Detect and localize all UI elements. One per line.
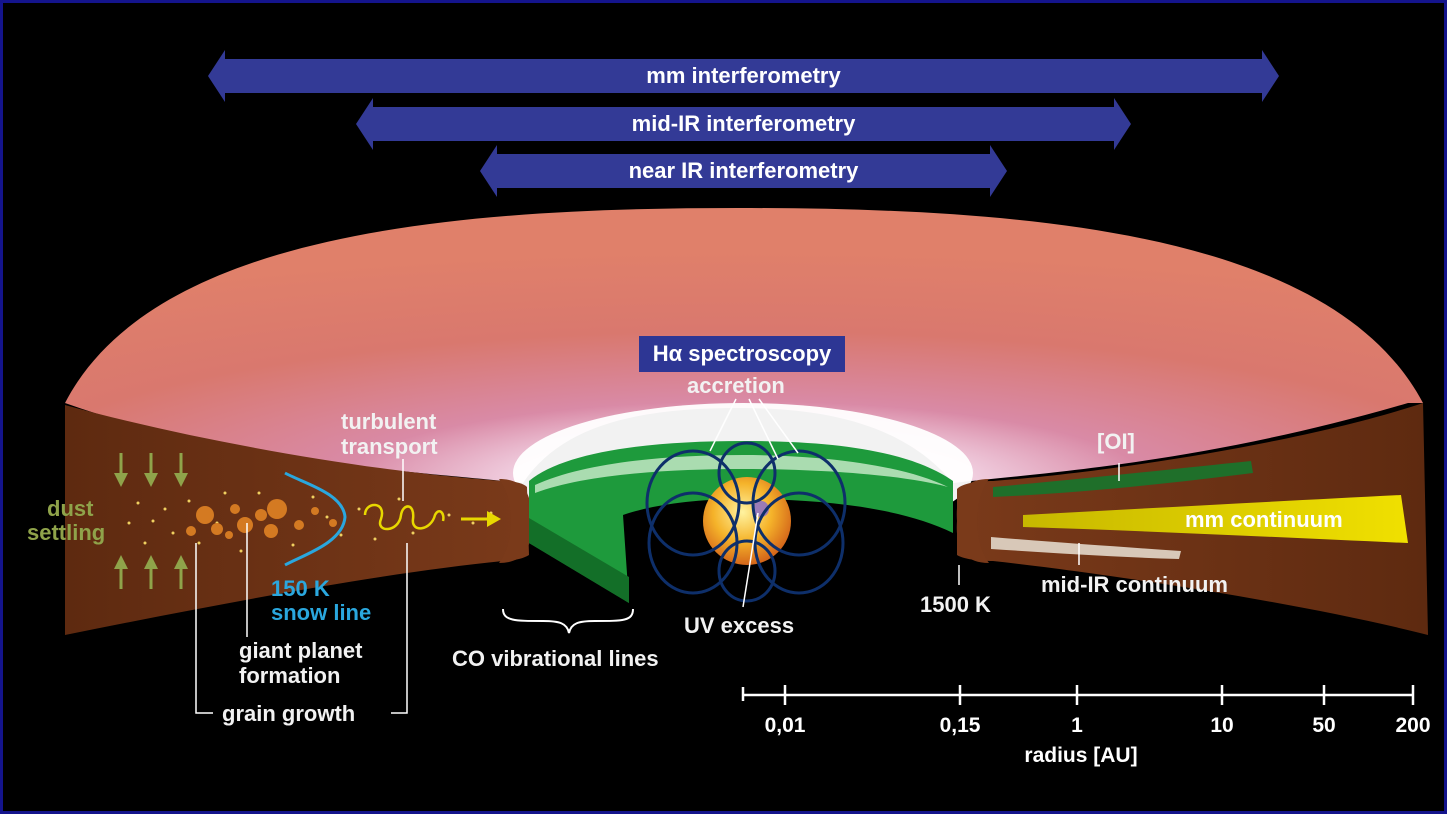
axis-title: radius [AU] bbox=[1024, 744, 1138, 767]
formation-label: formation bbox=[239, 663, 341, 688]
temperature-1500k-label: 1500 K bbox=[920, 592, 991, 617]
near-ir-interferometry-arrow bbox=[480, 145, 1007, 197]
grain-growth-bracket bbox=[195, 543, 408, 714]
co-wedge-front bbox=[529, 518, 629, 603]
snow-line-label: snow line bbox=[271, 600, 372, 625]
magnetic-field-loops bbox=[645, 441, 847, 603]
turbulence-squiggle bbox=[363, 503, 445, 531]
mm-interferometry-arrow bbox=[208, 50, 1279, 102]
axis-tick-label: 0,01 bbox=[764, 714, 806, 737]
dust-label: dust bbox=[47, 496, 94, 521]
grain-growth-label: grain growth bbox=[222, 701, 356, 726]
oi-emission-layer bbox=[993, 461, 1253, 497]
mm-continuum-region bbox=[1023, 495, 1408, 543]
axis-tick-label: 0,15 bbox=[939, 714, 981, 737]
co-vibrational-lines-label: CO vibrational lines bbox=[452, 646, 659, 671]
mm-interferometry-label: mm interferometry bbox=[646, 63, 841, 88]
mm-continuum-label: mm continuum bbox=[1185, 507, 1343, 532]
settling-label: settling bbox=[27, 520, 106, 545]
mid-ir-interferometry-label: mid-IR interferometry bbox=[631, 111, 856, 136]
axis-tick-label: 50 bbox=[1312, 714, 1336, 737]
right-inner-rim bbox=[956, 479, 989, 563]
accretion-label: accretion bbox=[687, 373, 785, 398]
uv-excess-pointer bbox=[742, 512, 759, 608]
grain-clumps bbox=[186, 499, 337, 539]
mid-ir-continuum-layer bbox=[991, 537, 1181, 559]
uv-excess-label: UV excess bbox=[684, 613, 795, 638]
accretion-pointer-lines bbox=[709, 398, 799, 460]
radius-axis bbox=[741, 685, 1415, 705]
co-wedge-highlight bbox=[535, 455, 948, 493]
co-lines-brace bbox=[502, 608, 634, 634]
oi-label: [OI] bbox=[1097, 429, 1135, 454]
star bbox=[703, 477, 791, 565]
axis-tick-label: 10 bbox=[1210, 714, 1234, 737]
left-inner-rim bbox=[499, 479, 532, 563]
h-alpha-spectroscopy-label: Hα spectroscopy bbox=[639, 336, 845, 372]
near-ir-interferometry-label: near IR interferometry bbox=[628, 158, 859, 183]
transport-label: transport bbox=[341, 434, 438, 459]
snow-line-curve bbox=[284, 471, 347, 567]
transport-arrow-head bbox=[487, 511, 501, 527]
co-emitting-inner-disk bbox=[529, 441, 953, 603]
mid-ir-continuum-label: mid-IR continuum bbox=[1041, 572, 1228, 597]
turbulent-label: turbulent bbox=[341, 409, 437, 434]
mid-ir-interferometry-arrow bbox=[356, 98, 1131, 150]
snow-line-temperature-label: 150 K bbox=[271, 576, 330, 601]
axis-tick-label: 1 bbox=[1071, 714, 1083, 737]
interferometry-arrows bbox=[208, 50, 1279, 197]
dust-settling-arrows bbox=[114, 453, 188, 589]
giant-planet-label: giant planet bbox=[239, 638, 363, 663]
axis-tick-label: 200 bbox=[1395, 714, 1431, 737]
